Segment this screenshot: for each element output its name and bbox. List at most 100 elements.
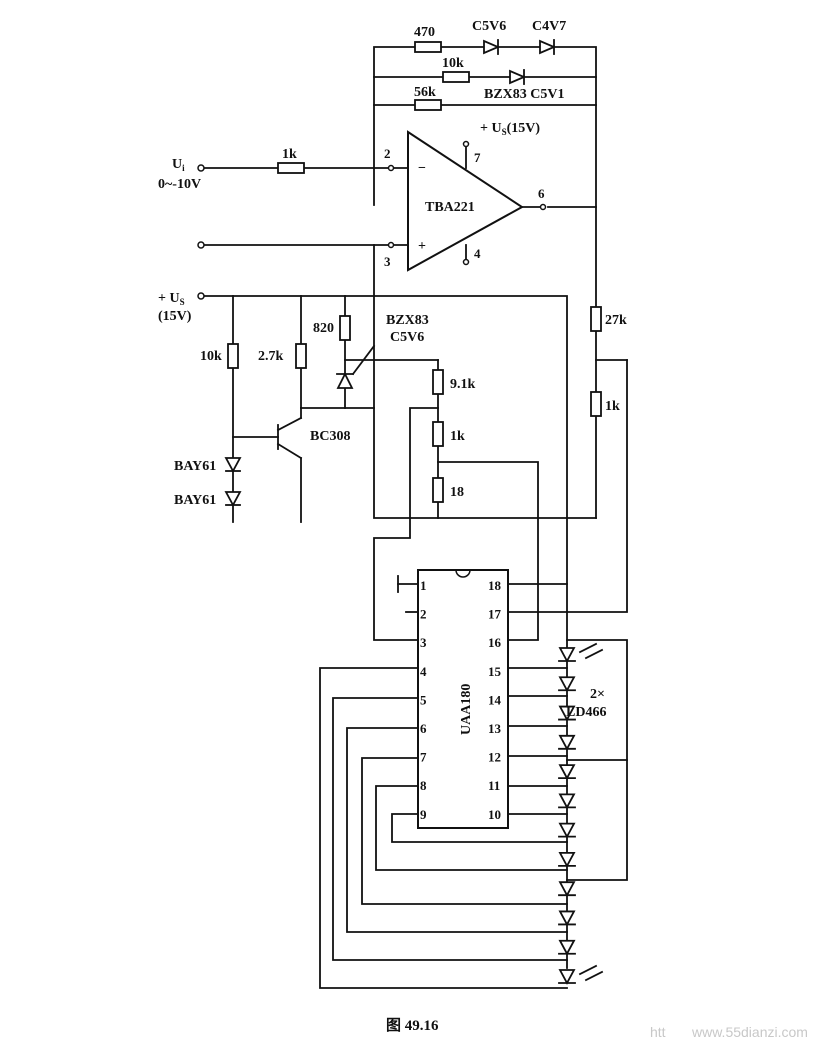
ic-pin-9: 9 <box>420 807 427 822</box>
opamp-pin4: 4 <box>474 246 481 261</box>
led-10 <box>558 910 576 927</box>
label-18: 18 <box>450 485 464 500</box>
opamp-pin6: 6 <box>538 186 545 201</box>
resistor-10k-bias <box>227 343 239 369</box>
zener-c4v7 <box>539 39 557 55</box>
label-bc308: BC308 <box>310 429 350 444</box>
ic-pin-7: 7 <box>420 750 427 765</box>
ic-pin-6: 6 <box>420 721 427 736</box>
ic-pin-17: 17 <box>488 607 502 622</box>
opamp-pin3: 3 <box>384 254 391 269</box>
label-bay61-2: BAY61 <box>174 493 216 508</box>
label-1k-input: 1k <box>282 147 297 162</box>
feedback-zeners <box>483 39 557 85</box>
ground-terminal <box>197 241 205 249</box>
label-1k-divider: 1k <box>450 429 465 444</box>
diode-bay61-1 <box>224 457 242 473</box>
ic-pin-3: 3 <box>420 635 427 650</box>
ic-pin-2: 2 <box>420 607 427 622</box>
label-bzx83-c5v1: BZX83 C5V1 <box>484 87 565 102</box>
ic-pin-12: 12 <box>488 750 501 765</box>
label-9-1k: 9.1k <box>450 377 476 392</box>
opamp-plus: + <box>418 239 426 254</box>
label-ld466: LD466 <box>566 705 606 720</box>
resistor-27k <box>590 306 602 332</box>
label-led-count: 2× <box>590 687 605 702</box>
led-1 <box>558 642 604 663</box>
led-3 <box>558 705 576 722</box>
label-1k-right: 1k <box>605 399 620 414</box>
led-12 <box>558 964 604 985</box>
watermark-site: www.55dianzi.com <box>691 1024 808 1040</box>
zener-bzx83-c5v6 <box>336 344 376 389</box>
ui-label: Ui <box>172 157 185 173</box>
led-4 <box>558 734 576 751</box>
zener-c5v6-feedback <box>483 39 501 55</box>
resistor-1k-right <box>590 391 602 417</box>
label-27k: 27k <box>605 313 627 328</box>
led-string <box>558 642 604 985</box>
ic-pin-14: 14 <box>488 692 502 707</box>
resistor-18 <box>432 477 444 503</box>
label-c5v6-bias: C5V6 <box>390 330 424 345</box>
ic-pin-8: 8 <box>420 778 427 793</box>
labels: 470 C5V6 C4V7 10k BZX83 C5V1 56k 1k Ui 0… <box>158 19 627 720</box>
resistor-1k-divider <box>432 421 444 447</box>
led-5 <box>558 764 576 780</box>
label-c4v7: C4V7 <box>532 19 566 34</box>
opamp-name: TBA221 <box>425 200 475 215</box>
zener-bzx83-c5v1 <box>509 69 527 85</box>
opamp-pin2: 2 <box>384 146 391 161</box>
ic-name: UAA180 <box>459 684 474 735</box>
ic-pin-13: 13 <box>488 721 502 736</box>
figure-caption: 图 49.16 <box>386 1017 439 1034</box>
us-label: + US <box>158 291 185 307</box>
us-value: (15V) <box>158 309 192 324</box>
ic-right-pins: 18 17 16 15 14 13 12 11 10 <box>488 578 502 822</box>
label-820: 820 <box>313 321 334 336</box>
watermark-left: htt <box>650 1024 666 1040</box>
led-7 <box>558 822 576 839</box>
ic-pin-11: 11 <box>488 778 500 793</box>
led-8 <box>558 852 576 868</box>
ic-pin-10: 10 <box>488 807 501 822</box>
label-2-7k: 2.7k <box>258 349 284 364</box>
resistor-470 <box>414 41 442 53</box>
ic-pin-18: 18 <box>488 578 502 593</box>
ic-pin-1: 1 <box>420 578 427 593</box>
label-bay61-1: BAY61 <box>174 459 216 474</box>
resistors <box>227 41 602 503</box>
label-56k: 56k <box>414 85 436 100</box>
terminals <box>197 140 547 300</box>
label-c5v6-feedback: C5V6 <box>472 19 506 34</box>
ic-left-pins: 1 2 3 4 5 6 7 8 9 <box>420 578 427 822</box>
label-bzx83: BZX83 <box>386 313 429 328</box>
opamp-tba221: − + TBA221 2 3 4 6 7 + US(15V) <box>384 121 545 272</box>
opamp-minus: − <box>418 161 426 176</box>
label-10k-feedback: 10k <box>442 56 464 71</box>
resistor-10k-feedback <box>442 71 470 83</box>
ic-pin-4: 4 <box>420 664 427 679</box>
led-11 <box>558 939 576 956</box>
ic-pin-5: 5 <box>420 692 427 707</box>
resistor-820 <box>339 315 351 341</box>
resistor-2-7k <box>295 343 307 369</box>
resistor-9-1k <box>432 369 444 395</box>
label-470: 470 <box>414 25 435 40</box>
led-6 <box>558 793 576 810</box>
diode-bay61-2 <box>224 491 242 507</box>
opamp-pin7: 7 <box>474 150 481 165</box>
ic-pin-15: 15 <box>488 664 502 679</box>
opamp-supply-label: + US(15V) <box>480 121 540 137</box>
led-9 <box>558 881 576 898</box>
led-2 <box>558 676 576 693</box>
ui-range: 0~-10V <box>158 177 201 192</box>
ic-pin-16: 16 <box>488 635 502 650</box>
us-terminal <box>197 292 205 300</box>
resistor-56k <box>414 99 442 111</box>
ui-terminal <box>197 164 205 172</box>
label-10k-bias: 10k <box>200 349 222 364</box>
resistor-1k-input <box>277 162 305 174</box>
